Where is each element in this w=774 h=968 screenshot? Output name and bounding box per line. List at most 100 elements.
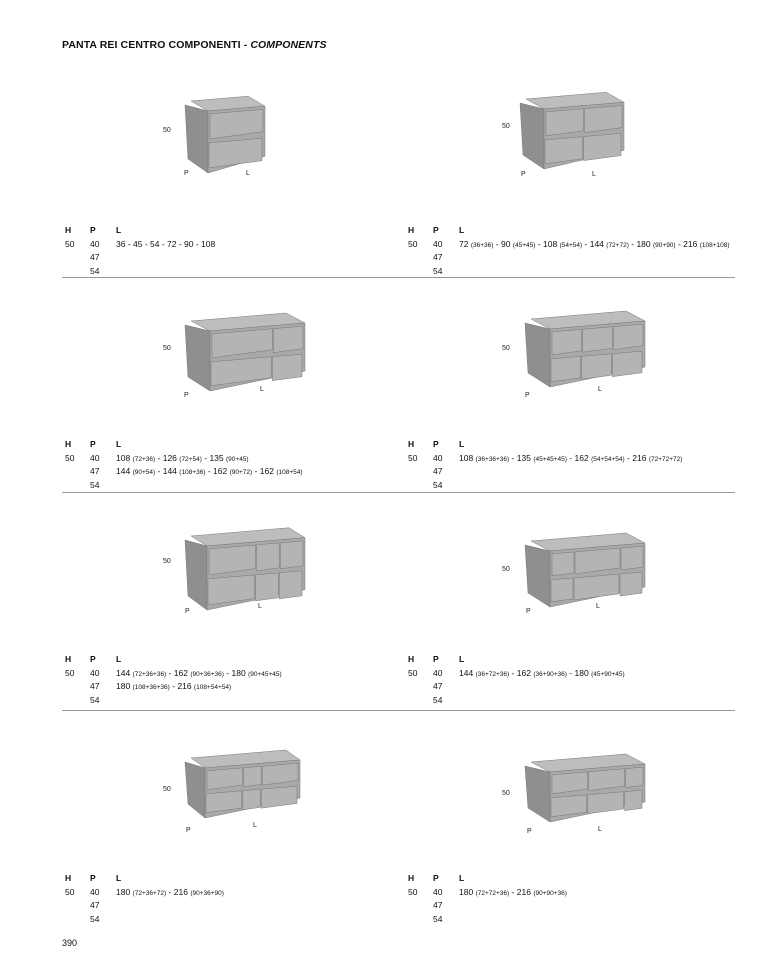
length-value: 180 — [459, 886, 474, 897]
header-p: P — [433, 873, 439, 883]
depth-value: 54 — [433, 479, 443, 490]
drawer-front — [208, 138, 263, 169]
length-value: 216 — [683, 238, 698, 249]
depth-value: 40 — [90, 238, 100, 249]
drawer-front — [261, 762, 299, 786]
length-value: 90 — [501, 238, 511, 249]
divider — [62, 492, 735, 493]
length-value: 144 — [162, 466, 177, 476]
length-composition: (90+54) — [132, 469, 156, 476]
length-value: 216 — [173, 886, 188, 897]
length-value: 126 — [162, 452, 177, 463]
cabinet-side — [184, 104, 209, 174]
header-h: H — [408, 873, 415, 883]
drawer-front — [550, 794, 588, 818]
drawer-front — [209, 109, 264, 140]
drawer-front — [620, 545, 644, 571]
height-label: 50 — [502, 566, 510, 573]
header-p: P — [90, 654, 96, 664]
depth-value: 40 — [433, 886, 443, 897]
drawer-front — [551, 771, 589, 795]
drawer-front — [211, 328, 273, 359]
length-values: 180 (72+36+72) - 216 (90+36+90) — [116, 886, 224, 897]
depth-label: P — [521, 171, 526, 178]
length-composition: (45+45+45) — [533, 455, 567, 463]
height-value: 50 — [65, 886, 75, 897]
height-label: 50 — [163, 558, 171, 565]
length-value: 216 — [177, 681, 192, 691]
depth-value: 40 — [433, 452, 443, 463]
depth-label: P — [525, 392, 530, 399]
divider — [62, 277, 735, 278]
header-h: H — [65, 873, 72, 883]
drawer-front — [273, 325, 304, 353]
drawer-front — [550, 577, 574, 603]
length-composition: (90+45+45) — [248, 670, 282, 678]
length-composition: (108+54) — [276, 469, 303, 476]
length-composition: (72+54) — [179, 455, 202, 463]
height-value: 50 — [408, 452, 418, 463]
length-value: 144 — [116, 466, 131, 476]
length-composition: (36+36) — [470, 241, 494, 249]
length-value: 162 — [173, 667, 188, 678]
depth-value: 54 — [90, 265, 100, 276]
depth-value: 54 — [433, 694, 443, 705]
page-title: PANTA REI CENTRO COMPONENTI - COMPONENTS — [62, 39, 327, 51]
height-label: 50 — [502, 345, 510, 352]
drawer-front — [574, 547, 621, 575]
drawer-front — [588, 768, 625, 792]
length-value: 162 — [259, 466, 274, 476]
drawer-front — [545, 108, 584, 137]
header-l: L — [459, 654, 465, 664]
length-label: L — [253, 822, 257, 829]
length-composition: (72+72) — [606, 241, 629, 249]
length-value: 144 — [459, 667, 474, 678]
header-h: H — [65, 439, 72, 449]
drawer-front — [584, 105, 623, 133]
height-value: 50 — [65, 667, 75, 678]
depth-value: 40 — [433, 238, 443, 249]
depth-value: 40 — [90, 886, 100, 897]
drawer-front — [243, 765, 262, 788]
header-l: L — [116, 225, 122, 235]
drawer-front — [581, 353, 612, 380]
depth-value: 54 — [90, 694, 100, 705]
length-composition: (36+36+36) — [475, 455, 510, 463]
header-l: L — [116, 654, 122, 664]
height-value: 50 — [65, 238, 75, 249]
depth-value: 40 — [433, 667, 443, 678]
length-composition: (54+54+54) — [591, 455, 625, 463]
drawer-front — [550, 356, 581, 383]
length-value: 135 — [209, 452, 224, 463]
header-p: P — [433, 225, 439, 235]
depth-value: 47 — [433, 900, 443, 910]
length-composition: (90+36+90) — [190, 889, 224, 897]
header-h: H — [65, 654, 72, 664]
drawer-front — [625, 766, 644, 788]
depth-value: 54 — [433, 913, 443, 924]
length-value: 216 — [516, 886, 531, 897]
depth-value: 47 — [90, 466, 100, 476]
length-value: 216 — [632, 452, 647, 463]
length-value: 108 — [543, 238, 558, 249]
header-p: P — [433, 654, 439, 664]
length-composition: (36+90+36) — [533, 670, 567, 678]
header-p: P — [90, 873, 96, 883]
length-values: 180 (108+36+36) - 216 (108+54+54) — [116, 681, 232, 691]
length-value: 135 — [516, 452, 531, 463]
drawer-front — [242, 788, 261, 811]
drawer-front — [280, 540, 304, 570]
length-values: 180 (72+72+36) - 216 (90+90+36) — [459, 886, 567, 897]
cabinet-side — [524, 322, 551, 388]
drawer-front — [551, 551, 575, 577]
height-value: 50 — [65, 452, 75, 463]
length-composition: (72+36+36) — [132, 670, 167, 678]
drawer-front — [205, 790, 243, 814]
length-value: 180 — [116, 681, 131, 691]
height-label: 50 — [163, 345, 171, 352]
drawer-front — [272, 353, 303, 381]
header-l: L — [459, 225, 465, 235]
header-p: P — [90, 439, 96, 449]
